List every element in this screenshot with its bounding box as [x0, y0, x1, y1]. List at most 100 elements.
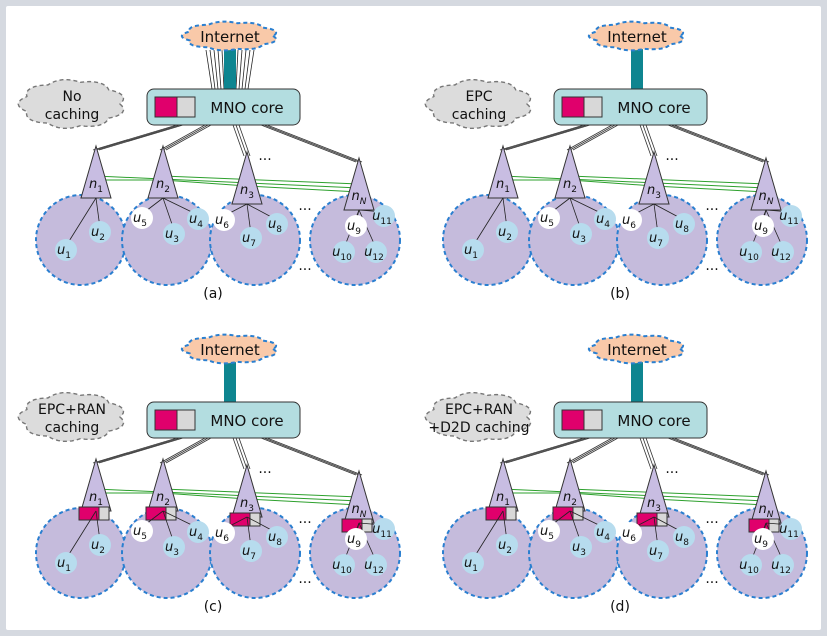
x2-link [95, 175, 360, 189]
cell-circle [442, 507, 534, 599]
user-label-u10: u10 [739, 558, 759, 576]
user-label-u7: u7 [242, 544, 256, 562]
mno-core-label: MNO core [210, 99, 283, 117]
backhaul-link [98, 124, 184, 151]
x2-link [569, 179, 655, 187]
user-device [538, 520, 560, 542]
mno-core-label: MNO core [210, 412, 283, 430]
backhaul-link [566, 437, 613, 464]
backhaul-link [238, 124, 251, 157]
ellipsis-top: ... [258, 148, 271, 164]
scenario-label-line1: EPC [465, 89, 492, 105]
backhaul-link [505, 124, 591, 151]
backhaul-link [263, 437, 360, 476]
user-label-u1: u1 [464, 556, 478, 574]
user-device [740, 554, 762, 576]
backhaul-link [266, 437, 363, 476]
user-device [131, 520, 153, 542]
node-label-n2: n2 [156, 490, 170, 508]
user-device [240, 227, 262, 249]
internet-cloud [180, 333, 278, 365]
user-label-u3: u3 [572, 227, 586, 245]
user-device [780, 518, 802, 540]
backhaul-link [260, 437, 357, 476]
backhaul-link [159, 124, 206, 151]
backhaul-link [232, 124, 245, 157]
uplink-line [209, 49, 216, 90]
user-device [266, 526, 288, 548]
scenario-label-line2: +D2D caching [428, 420, 529, 436]
user-device [373, 518, 395, 540]
user-label-u8: u8 [268, 530, 282, 548]
node-label-nN: nN [759, 502, 774, 520]
user-device [620, 209, 642, 231]
user-device [131, 207, 153, 229]
user-device [345, 528, 367, 550]
backhaul-link [670, 124, 767, 163]
node-label-n1: n1 [496, 490, 510, 508]
panel-caption: (a) [203, 286, 223, 302]
user-device [333, 241, 355, 263]
user-device [462, 239, 484, 261]
panel-caption: (d) [610, 599, 630, 615]
user-label-u8: u8 [675, 530, 689, 548]
edge-cache-free [505, 506, 517, 521]
user-label-u2: u2 [498, 225, 512, 243]
mno-core-label: MNO core [617, 99, 690, 117]
user-label-u6: u6 [215, 526, 229, 544]
user-label-u7: u7 [649, 544, 663, 562]
backhaul-link [260, 124, 357, 163]
ellipsis-top: ... [258, 461, 271, 477]
node-label-nN: nN [352, 502, 367, 520]
user-label-u4: u4 [596, 212, 610, 230]
user-device [772, 554, 794, 576]
backhaul-link [569, 124, 616, 151]
edge-cache-free [572, 506, 584, 521]
x2-link [653, 498, 767, 506]
uplink-line [241, 49, 247, 90]
core-cache-free [583, 409, 603, 431]
ellipsis-bottom: ... [298, 571, 311, 587]
user-label-u5: u5 [133, 211, 147, 229]
uplink-line [217, 49, 222, 90]
user-label-u9: u9 [754, 532, 768, 550]
ellipsis-bottom: ... [705, 258, 718, 274]
user-device [772, 241, 794, 263]
backhaul-link [642, 437, 655, 470]
backhaul-link [667, 437, 764, 476]
edge-cache-free [768, 518, 780, 533]
user-device [647, 540, 669, 562]
core-cache-free [176, 96, 196, 118]
user-label-u2: u2 [498, 538, 512, 556]
uplink-line [244, 49, 251, 90]
backhaul-link [572, 437, 619, 464]
ellipsis-cells: ... [705, 198, 718, 214]
uplink-bar [631, 46, 643, 89]
user-label-u12: u12 [771, 558, 791, 576]
user-label-u12: u12 [364, 558, 384, 576]
user-label-u6: u6 [215, 213, 229, 231]
scenario-cloud [424, 392, 532, 442]
edge-cache-free [656, 512, 668, 527]
mno-core-label: MNO core [617, 412, 690, 430]
user-label-u11: u11 [779, 522, 799, 540]
user-device [365, 241, 387, 263]
user-device [163, 223, 185, 245]
user-device [462, 552, 484, 574]
internet-label: Internet [200, 341, 260, 359]
user-label-u7: u7 [242, 231, 256, 249]
user-device [496, 221, 518, 243]
user-label-u10: u10 [739, 245, 759, 263]
user-device [55, 239, 77, 261]
user-label-u5: u5 [540, 211, 554, 229]
edge-cache-used [552, 506, 574, 521]
user-device [345, 215, 367, 237]
user-label-u9: u9 [347, 219, 361, 237]
backhaul-link [670, 437, 767, 476]
backhaul-link [505, 437, 591, 464]
user-label-u9: u9 [754, 219, 768, 237]
